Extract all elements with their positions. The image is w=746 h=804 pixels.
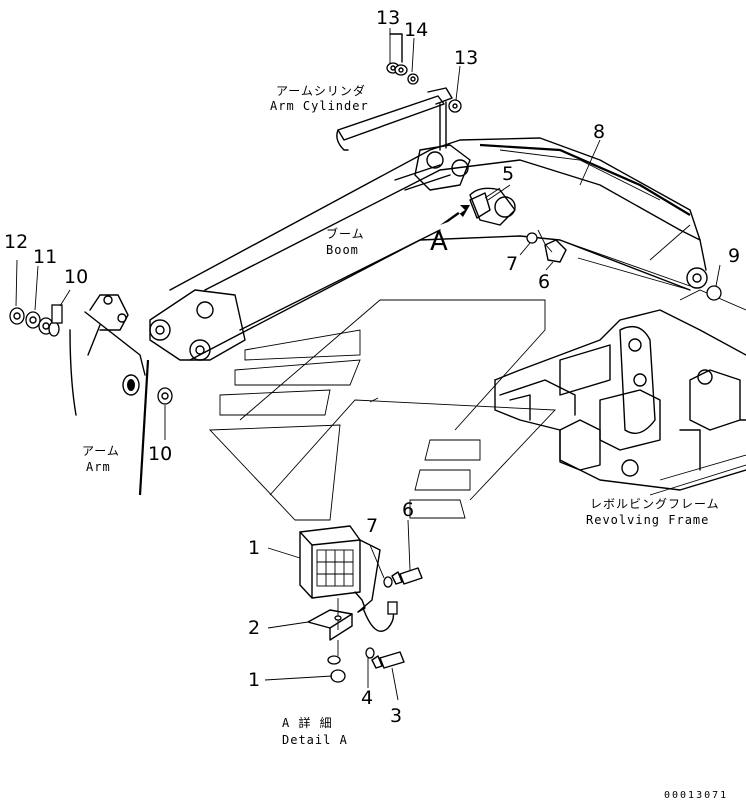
drawing-reference-code: 00013071 [664, 790, 728, 801]
parts-10-11-12 [9, 259, 173, 440]
callout-3: 3 [390, 705, 402, 727]
callout-13: 13 [376, 7, 400, 29]
view-letter-a: A [430, 227, 448, 257]
revolving-frame-drawing [494, 289, 746, 496]
callout-7: 7 [506, 253, 518, 275]
arm-drawing [69, 294, 150, 496]
callout-6: 6 [402, 499, 414, 521]
parts-13-14-top [386, 28, 462, 113]
boom-label-en: Boom [326, 243, 359, 257]
arm-cylinder-label-en: Arm Cylinder [270, 99, 369, 113]
boom-label-jp: ブーム [326, 226, 365, 241]
arm-cylinder-label-jp: アームシリンダ [276, 83, 366, 98]
callout-1: 1 [248, 537, 260, 559]
callout-9: 9 [728, 245, 740, 267]
detail-a-drawing [264, 519, 423, 701]
callout-4: 4 [361, 687, 373, 709]
parts-5-6-7-boom [440, 187, 567, 271]
detail-a-label-en: Detail A [282, 733, 348, 747]
callout-2: 2 [248, 617, 260, 639]
callout-11: 11 [33, 246, 57, 268]
callout-1: 1 [248, 669, 260, 691]
revolving-frame-label-jp: レボルビングフレーム [590, 497, 720, 511]
callout-5: 5 [502, 163, 514, 185]
hidden-outline-guides [208, 299, 556, 521]
callout-10: 10 [64, 266, 88, 288]
revolving-frame-label-en: Revolving Frame [586, 513, 709, 527]
callout-14: 14 [404, 19, 428, 41]
boom-drawing [149, 137, 708, 361]
callout-6: 6 [538, 271, 550, 293]
lamp-lens-grid [317, 550, 353, 586]
callout-12: 12 [4, 231, 28, 253]
arm-label-en: Arm [86, 460, 111, 474]
callout-13: 13 [454, 47, 478, 69]
callout-10: 10 [148, 443, 172, 465]
callout-8: 8 [593, 121, 605, 143]
detail-a-label-jp: A 詳 細 [282, 715, 333, 730]
callout-leaders [487, 139, 691, 291]
part-9 [706, 264, 722, 301]
arm-cylinder-drawing [336, 87, 453, 151]
arm-label-jp: アーム [82, 444, 120, 458]
callout-7: 7 [366, 515, 378, 537]
